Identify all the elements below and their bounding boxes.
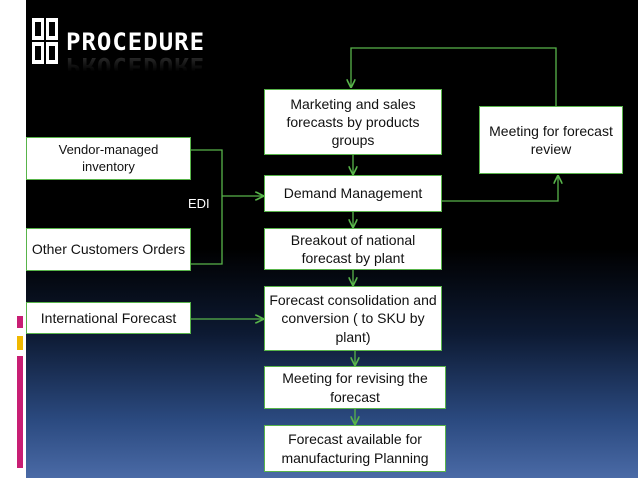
arrow-review-to-marketing <box>351 47 557 106</box>
connector-other-customers <box>190 196 223 265</box>
grid-tiles-icon <box>32 18 58 64</box>
box-available: Forecast available for manufacturing Pla… <box>264 425 446 472</box>
accent-bar-magenta-top <box>17 316 23 328</box>
edi-label: EDI <box>188 196 210 211</box>
page-title: PROCEDURE <box>66 28 206 56</box>
box-meeting-review: Meeting for forecast review <box>479 106 623 174</box>
accent-bar-yellow <box>17 336 23 350</box>
box-marketing-forecasts: Marketing and sales forecasts by product… <box>264 89 442 155</box>
accent-bar-magenta-bottom <box>17 356 23 468</box>
box-revising: Meeting for revising the forecast <box>264 366 446 409</box>
box-vendor-managed: Vendor-managed inventory <box>26 137 191 180</box>
box-demand-management: Demand Management <box>264 175 442 212</box>
connector-vendor <box>190 149 223 196</box>
box-breakout: Breakout of national forecast by plant <box>264 228 442 270</box>
arrow-demand-to-review <box>441 176 558 202</box>
box-international: International Forecast <box>26 302 191 334</box>
box-other-customers: Other Customers Orders <box>26 228 191 271</box>
box-consolidation: Forecast consolidation and conversion ( … <box>264 286 442 351</box>
